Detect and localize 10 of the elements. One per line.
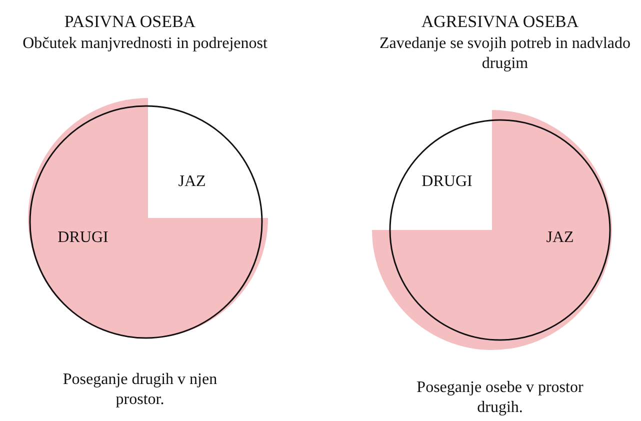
region-label: DRUGI bbox=[48, 228, 118, 248]
title-text: PASIVNA OSEBA bbox=[63, 12, 197, 32]
subtitle-text: Zavedanje se svojih potreb in nadvlado drugim bbox=[378, 34, 632, 74]
region-label: JAZ bbox=[530, 228, 590, 248]
title-text: AGRESIVNA OSEBA bbox=[420, 12, 580, 32]
region-label: JAZ bbox=[162, 172, 222, 192]
subtitle-text: Občutek manjvrednosti in podrejenost bbox=[22, 34, 268, 54]
caption-text: Poseganje drugih v njen prostor. bbox=[62, 370, 218, 410]
region-label: DRUGI bbox=[412, 172, 482, 192]
caption-text: Poseganje osebe v prostor drugih. bbox=[416, 378, 584, 418]
